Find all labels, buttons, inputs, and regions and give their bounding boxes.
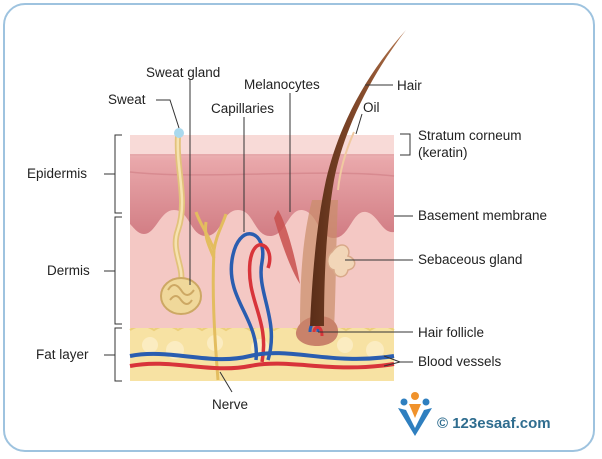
people-logo-icon (398, 392, 432, 436)
layer-brackets (104, 134, 122, 382)
label-fat-layer: Fat layer (36, 347, 89, 362)
capillary-loops (229, 232, 274, 363)
label-hair-follicle: Hair follicle (418, 325, 484, 340)
label-epidermis: Epidermis (27, 166, 87, 181)
label-nerve: Nerve (212, 397, 248, 412)
label-sweat-gland: Sweat gland (146, 65, 220, 80)
label-blood-vessels: Blood vessels (418, 354, 502, 369)
watermark: © 123esaaf.com (398, 392, 551, 436)
sweat-gland (160, 128, 202, 315)
label-hair: Hair (397, 78, 422, 93)
sebaceous-gland-shape (327, 244, 356, 278)
diagram-labels: Sweat Sweat gland Melanocytes Capillarie… (27, 65, 547, 412)
blood-vessel-lines (129, 351, 395, 371)
melanocyte-cell (274, 210, 300, 284)
hair-shaft (310, 30, 406, 326)
leader-lines (156, 80, 413, 393)
label-capillaries: Capillaries (211, 101, 274, 116)
label-sweat: Sweat (108, 92, 146, 107)
label-keratin: (keratin) (418, 145, 468, 160)
label-dermis: Dermis (47, 263, 90, 278)
label-melanocytes: Melanocytes (244, 77, 320, 92)
label-sebaceous-gland: Sebaceous gland (418, 252, 522, 267)
stratum-corneum-band (130, 135, 394, 155)
watermark-text: © 123esaaf.com (437, 415, 551, 432)
label-stratum-corneum: Stratum corneum (418, 128, 522, 143)
nerve-fiber (194, 211, 228, 381)
label-basement-membrane: Basement membrane (418, 208, 547, 223)
sweat-droplet (174, 128, 184, 138)
oil-trace (337, 131, 355, 191)
label-oil: Oil (363, 100, 380, 115)
